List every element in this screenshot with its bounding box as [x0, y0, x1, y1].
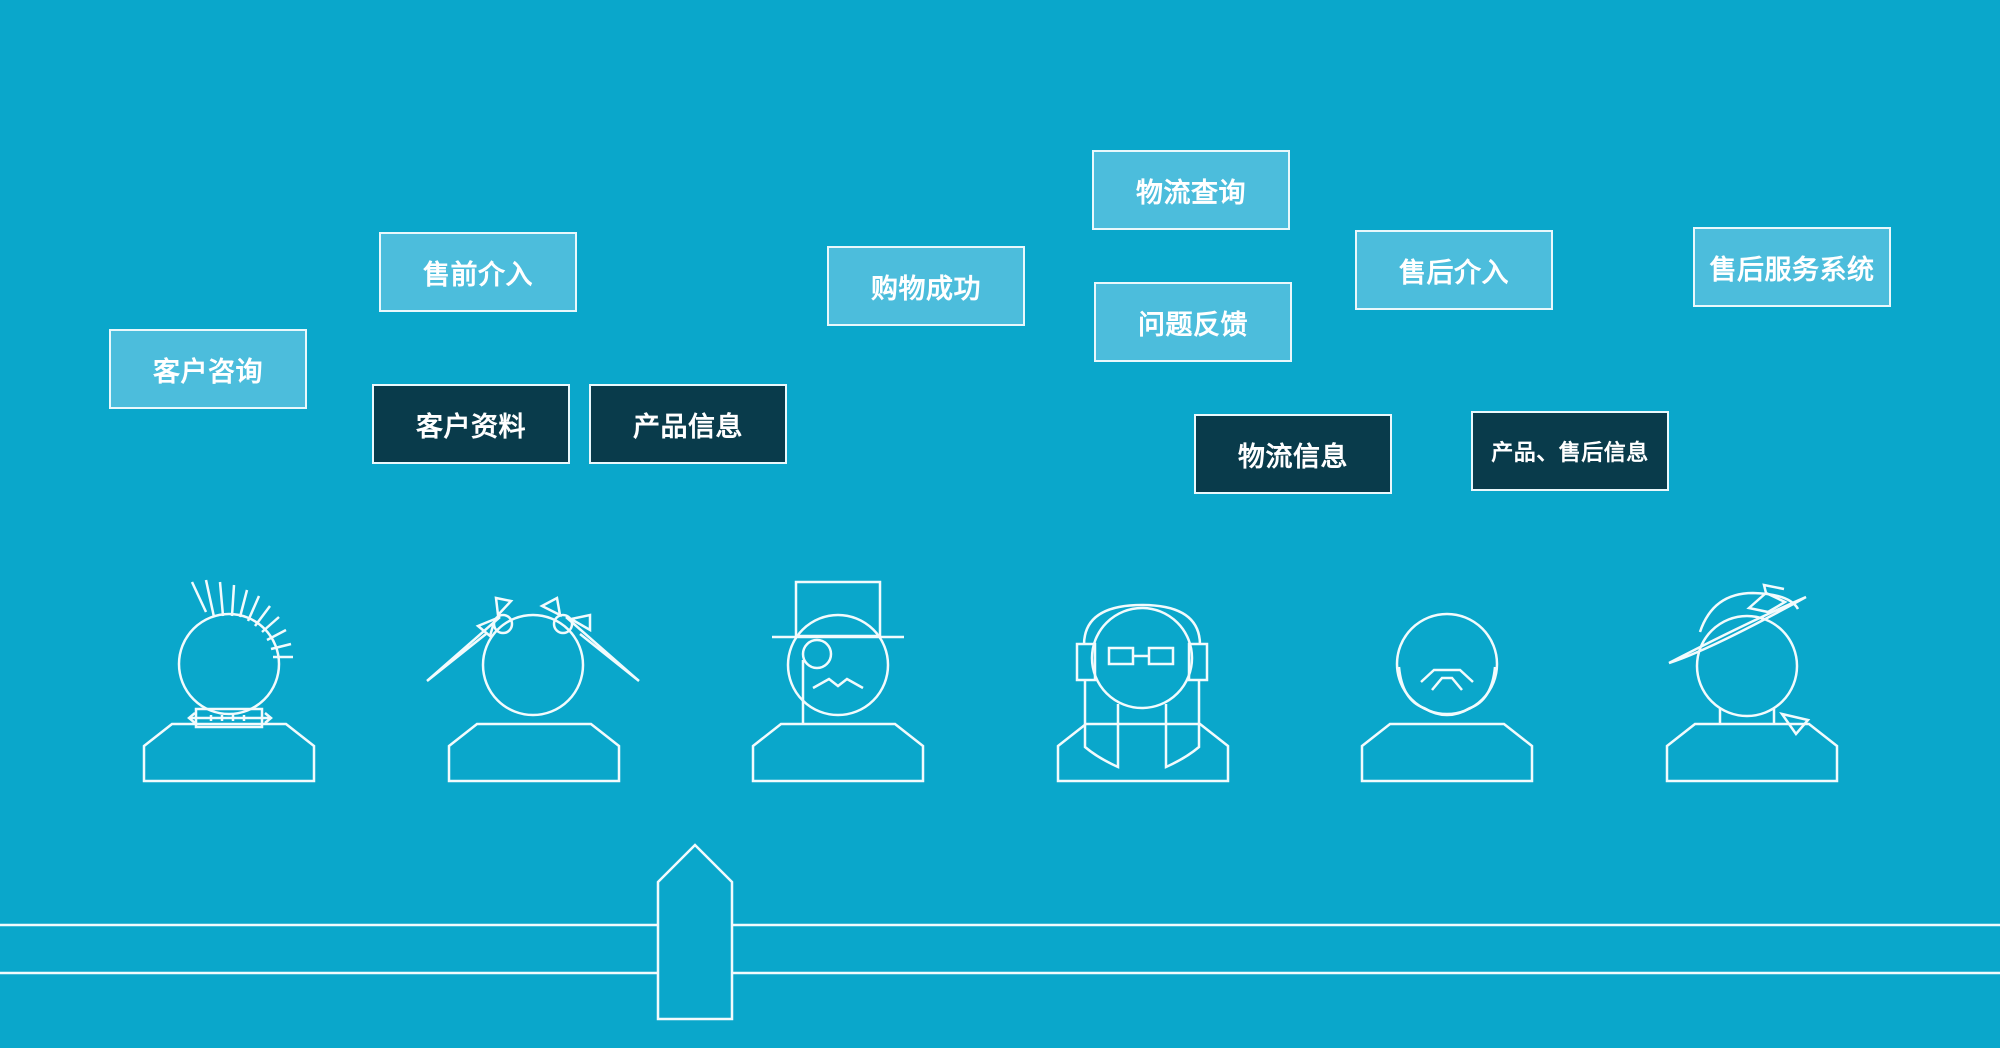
box-label: 客户资料: [416, 411, 526, 443]
box-aftersale: 售后介入: [1355, 230, 1553, 310]
punk-figure-icon: [142, 579, 316, 783]
box-label: 售前介入: [423, 259, 533, 291]
box-logistics-info: 物流信息: [1194, 414, 1392, 494]
box-label: 物流信息: [1238, 441, 1348, 473]
box-customer-consult: 客户咨询: [109, 329, 307, 409]
box-feedback: 问题反馈: [1094, 282, 1292, 362]
ground-lines: [0, 923, 2000, 975]
box-product-aftersale-info: 产品、售后信息: [1471, 411, 1669, 491]
box-label: 购物成功: [871, 273, 981, 305]
box-label: 物流查询: [1136, 177, 1246, 209]
box-label: 产品、售后信息: [1491, 441, 1649, 466]
top-hat-gentleman-figure-icon: [751, 580, 925, 783]
box-label: 售后介入: [1399, 257, 1509, 289]
box-purchase-success: 购物成功: [827, 246, 1025, 326]
box-label: 问题反馈: [1138, 309, 1248, 341]
box-logistics-query: 物流查询: [1092, 150, 1290, 230]
box-label: 产品信息: [633, 411, 743, 443]
box-label: 售后服务系统: [1709, 254, 1875, 286]
sun-hat-lady-figure-icon: [1665, 583, 1839, 783]
pigtails-girl-figure-icon: [426, 596, 640, 783]
box-aftersale-system: 售后服务系统: [1693, 227, 1891, 307]
box-presale: 售前介入: [379, 232, 577, 312]
arrow-marker-icon: [656, 843, 734, 1021]
bearded-figure-icon: [1360, 612, 1534, 783]
headphones-figure-icon: [1056, 603, 1230, 783]
box-label: 客户咨询: [153, 356, 263, 388]
box-product-info: 产品信息: [589, 384, 787, 464]
box-customer-data: 客户资料: [372, 384, 570, 464]
